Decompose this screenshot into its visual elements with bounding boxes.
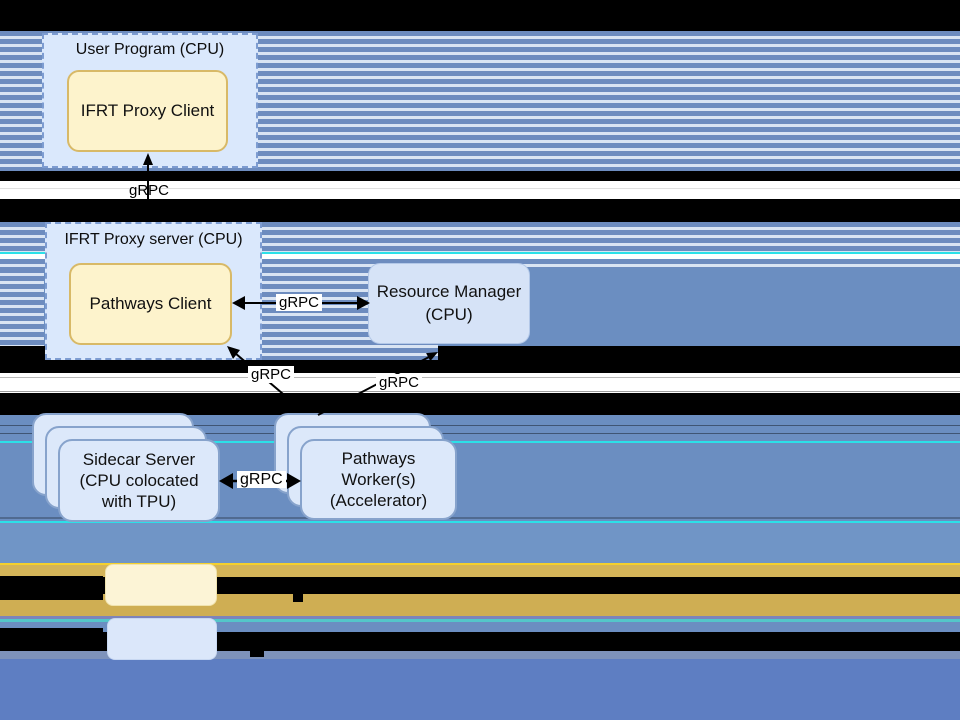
background-cyan-line [0,252,960,254]
grpc-label-workers-rm: gRPC [376,374,423,391]
background-band [0,181,960,199]
pathways-client-node: Pathways Client [69,263,232,345]
resource-manager-label: Resource Manager (CPU) [376,282,522,324]
pathways-workers-node: Pathways Worker(s) (Accelerator) [300,439,457,520]
ifrt-proxy-client-label: IFRT Proxy Client [80,101,215,120]
background-teal-line [0,619,960,622]
background-cyan-line [0,521,960,523]
background-line [0,517,960,519]
background-band [0,622,960,632]
ifrt-proxy-server-title: IFRT Proxy server (CPU) [64,231,243,248]
resource-manager-node: Resource Manager (CPU) [368,263,530,344]
redacted-text-fragment [250,650,264,657]
background-band [0,523,960,563]
background-line [0,377,960,378]
pathways-client-label: Pathways Client [89,294,212,313]
grpc-label-client: gRPC [129,182,170,199]
background-band [0,659,960,720]
pathways-workers-label: Pathways Worker(s) (Accelerator) [329,448,428,511]
background-band [0,254,960,259]
grpc-label-sidecar-workers: gRPC [237,471,286,488]
background-band [0,651,960,659]
user-program-title: User Program (CPU) [75,41,225,58]
background-band [0,373,960,393]
background-yellow-line [0,563,960,565]
grpc-label-resource-manager: gRPC [276,294,323,311]
redacted-bar [0,628,103,648]
background-stripe-patch [0,268,44,346]
legend-swatch-yellow [105,564,217,606]
background-line [0,391,960,392]
background-cyan-line [0,441,960,443]
ifrt-proxy-client-node: IFRT Proxy Client [67,70,228,152]
sidecar-server-node: Sidecar Server (CPU colocated with TPU) [58,439,220,522]
background-line [0,433,960,434]
background-line [0,425,960,426]
legend-swatch-blue [107,618,217,660]
grpc-label-workers-client: gRPC [248,366,295,383]
background-purple-line [0,616,960,619]
background-gold-band [0,594,960,616]
redacted-bar [0,576,103,600]
background-line [0,188,960,189]
background-gold-band [0,565,960,577]
redacted-text-fragment [293,594,303,602]
sidecar-server-label: Sidecar Server (CPU colocated with TPU) [79,449,199,512]
